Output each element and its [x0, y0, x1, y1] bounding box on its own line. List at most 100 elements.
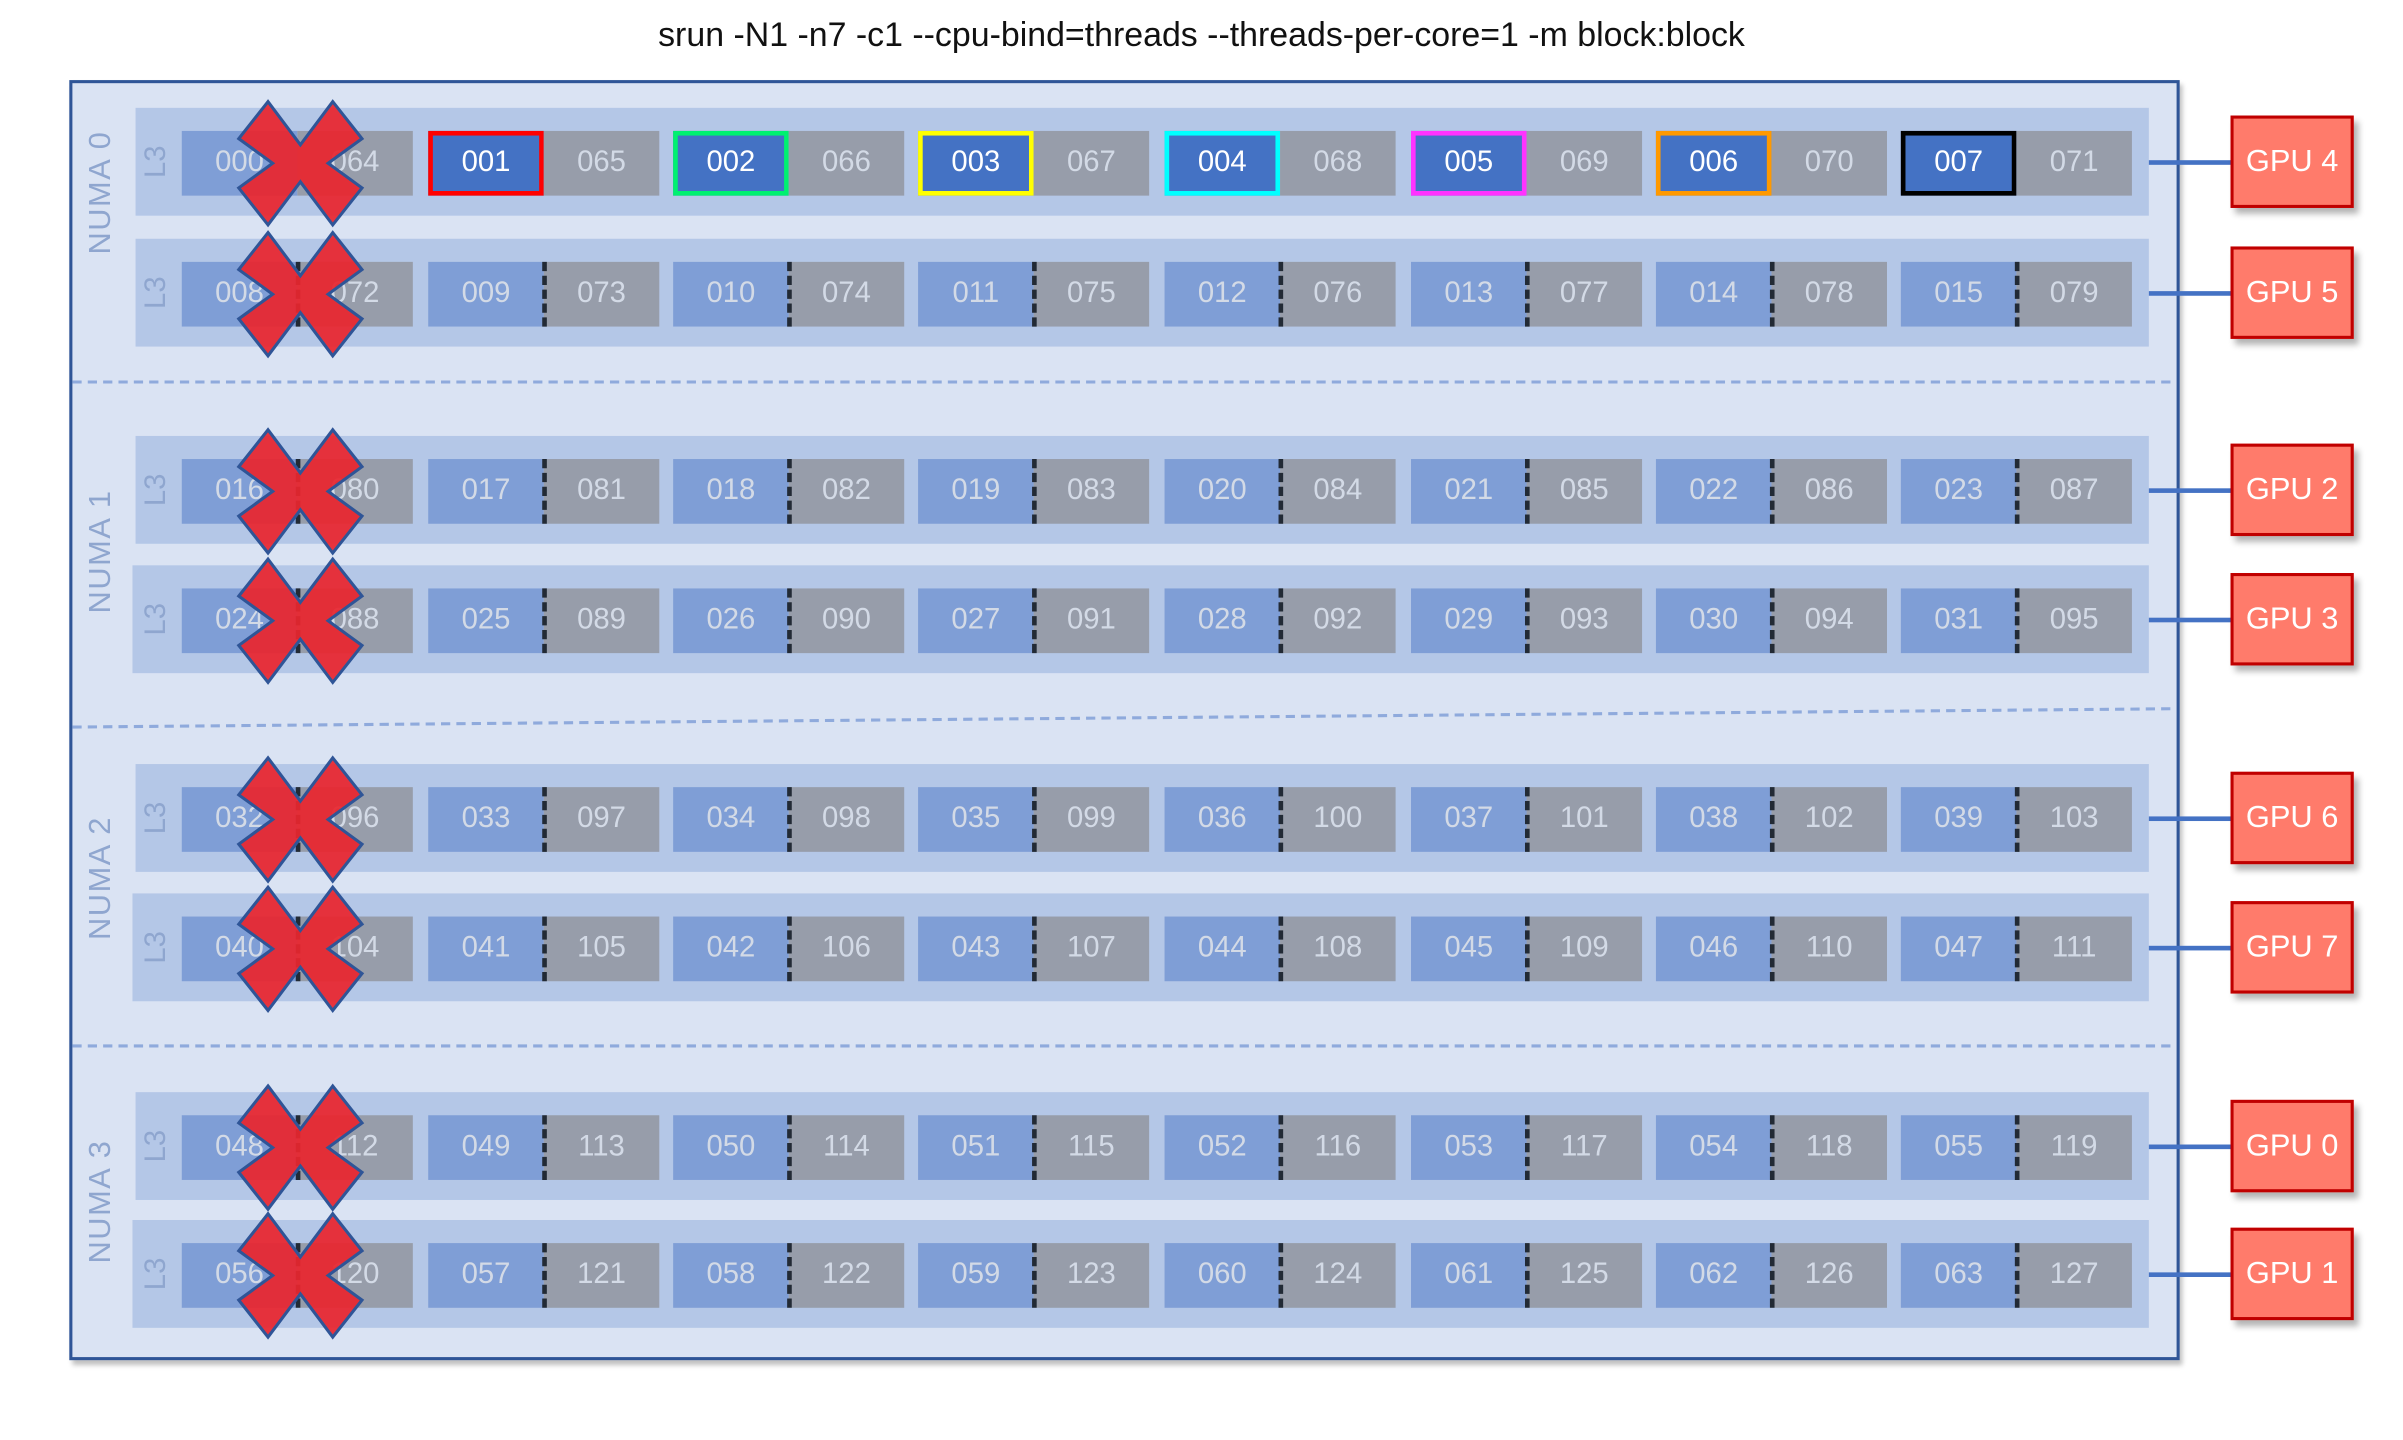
- rank-core-cell[interactable]: 003: [918, 130, 1034, 196]
- core-cell[interactable]: 055: [1900, 1115, 2017, 1180]
- rank-core-cell[interactable]: 001: [428, 130, 544, 196]
- core-cell[interactable]: 029: [1411, 588, 1527, 654]
- hw-thread-cell[interactable]: 097: [543, 787, 660, 852]
- hw-thread-cell[interactable]: 074: [788, 261, 905, 327]
- hw-thread-cell[interactable]: 087: [2016, 459, 2132, 524]
- core-cell[interactable]: 025: [428, 588, 544, 654]
- rank-core-cell[interactable]: 007: [1900, 130, 2017, 196]
- hw-thread-cell[interactable]: 068: [1280, 130, 1396, 196]
- hw-thread-cell[interactable]: 076: [1280, 261, 1396, 327]
- core-cell[interactable]: 058: [673, 1243, 789, 1308]
- hw-thread-cell[interactable]: 118: [1771, 1115, 1887, 1180]
- hw-thread-cell[interactable]: 085: [1526, 459, 1643, 524]
- hw-thread-cell[interactable]: 078: [1771, 261, 1887, 327]
- gpu-box[interactable]: GPU 5: [2230, 246, 2354, 339]
- core-cell[interactable]: 037: [1411, 787, 1527, 852]
- hw-thread-cell[interactable]: 081: [543, 459, 660, 524]
- hw-thread-cell[interactable]: 094: [1771, 588, 1887, 654]
- hw-thread-cell[interactable]: 073: [543, 261, 660, 327]
- gpu-box[interactable]: GPU 6: [2230, 771, 2354, 865]
- core-cell[interactable]: 010: [673, 261, 789, 327]
- hw-thread-cell[interactable]: 115: [1033, 1115, 1150, 1180]
- hw-thread-cell[interactable]: 106: [788, 916, 905, 982]
- hw-thread-cell[interactable]: 070: [1771, 130, 1887, 196]
- core-cell[interactable]: 049: [428, 1115, 544, 1180]
- hw-thread-cell[interactable]: 103: [2016, 787, 2132, 852]
- core-cell[interactable]: 045: [1411, 916, 1527, 982]
- core-cell[interactable]: 018: [673, 459, 789, 524]
- core-cell[interactable]: 044: [1164, 916, 1281, 982]
- rank-core-cell[interactable]: 005: [1411, 130, 1527, 196]
- core-cell[interactable]: 057: [428, 1243, 544, 1308]
- hw-thread-cell[interactable]: 075: [1033, 261, 1150, 327]
- hw-thread-cell[interactable]: 065: [543, 130, 660, 196]
- hw-thread-cell[interactable]: 077: [1526, 261, 1643, 327]
- core-cell[interactable]: 015: [1900, 261, 2017, 327]
- core-cell[interactable]: 042: [673, 916, 789, 982]
- hw-thread-cell[interactable]: 090: [788, 588, 905, 654]
- hw-thread-cell[interactable]: 092: [1280, 588, 1396, 654]
- hw-thread-cell[interactable]: 067: [1033, 130, 1150, 196]
- hw-thread-cell[interactable]: 114: [788, 1115, 905, 1180]
- hw-thread-cell[interactable]: 113: [543, 1115, 660, 1180]
- hw-thread-cell[interactable]: 127: [2016, 1243, 2132, 1308]
- core-cell[interactable]: 027: [918, 588, 1034, 654]
- gpu-box[interactable]: GPU 0: [2230, 1099, 2354, 1193]
- gpu-box[interactable]: GPU 1: [2230, 1227, 2354, 1321]
- core-cell[interactable]: 026: [673, 588, 789, 654]
- core-cell[interactable]: 046: [1655, 916, 1772, 982]
- hw-thread-cell[interactable]: 121: [543, 1243, 660, 1308]
- core-cell[interactable]: 039: [1900, 787, 2017, 852]
- core-cell[interactable]: 043: [918, 916, 1034, 982]
- core-cell[interactable]: 020: [1164, 459, 1281, 524]
- hw-thread-cell[interactable]: 102: [1771, 787, 1887, 852]
- core-cell[interactable]: 062: [1655, 1243, 1772, 1308]
- hw-thread-cell[interactable]: 086: [1771, 459, 1887, 524]
- core-cell[interactable]: 011: [918, 261, 1034, 327]
- core-cell[interactable]: 014: [1655, 261, 1772, 327]
- core-cell[interactable]: 036: [1164, 787, 1281, 852]
- hw-thread-cell[interactable]: 108: [1280, 916, 1396, 982]
- rank-core-cell[interactable]: 004: [1164, 130, 1281, 196]
- core-cell[interactable]: 034: [673, 787, 789, 852]
- hw-thread-cell[interactable]: 124: [1280, 1243, 1396, 1308]
- core-cell[interactable]: 031: [1900, 588, 2017, 654]
- gpu-box[interactable]: GPU 3: [2230, 573, 2354, 666]
- hw-thread-cell[interactable]: 105: [543, 916, 660, 982]
- hw-thread-cell[interactable]: 091: [1033, 588, 1150, 654]
- hw-thread-cell[interactable]: 083: [1033, 459, 1150, 524]
- hw-thread-cell[interactable]: 119: [2016, 1115, 2132, 1180]
- core-cell[interactable]: 030: [1655, 588, 1772, 654]
- core-cell[interactable]: 041: [428, 916, 544, 982]
- hw-thread-cell[interactable]: 082: [788, 459, 905, 524]
- core-cell[interactable]: 059: [918, 1243, 1034, 1308]
- core-cell[interactable]: 052: [1164, 1115, 1281, 1180]
- hw-thread-cell[interactable]: 095: [2016, 588, 2132, 654]
- hw-thread-cell[interactable]: 098: [788, 787, 905, 852]
- core-cell[interactable]: 060: [1164, 1243, 1281, 1308]
- hw-thread-cell[interactable]: 084: [1280, 459, 1396, 524]
- core-cell[interactable]: 053: [1411, 1115, 1527, 1180]
- gpu-box[interactable]: GPU 4: [2230, 115, 2354, 208]
- core-cell[interactable]: 022: [1655, 459, 1772, 524]
- hw-thread-cell[interactable]: 123: [1033, 1243, 1150, 1308]
- core-cell[interactable]: 009: [428, 261, 544, 327]
- core-cell[interactable]: 019: [918, 459, 1034, 524]
- hw-thread-cell[interactable]: 107: [1033, 916, 1150, 982]
- hw-thread-cell[interactable]: 116: [1280, 1115, 1396, 1180]
- gpu-box[interactable]: GPU 2: [2230, 443, 2354, 537]
- hw-thread-cell[interactable]: 117: [1526, 1115, 1643, 1180]
- rank-core-cell[interactable]: 006: [1655, 130, 1772, 196]
- hw-thread-cell[interactable]: 110: [1771, 916, 1887, 982]
- core-cell[interactable]: 013: [1411, 261, 1527, 327]
- core-cell[interactable]: 021: [1411, 459, 1527, 524]
- hw-thread-cell[interactable]: 099: [1033, 787, 1150, 852]
- gpu-box[interactable]: GPU 7: [2230, 901, 2354, 994]
- core-cell[interactable]: 063: [1900, 1243, 2017, 1308]
- hw-thread-cell[interactable]: 122: [788, 1243, 905, 1308]
- hw-thread-cell[interactable]: 101: [1526, 787, 1643, 852]
- core-cell[interactable]: 035: [918, 787, 1034, 852]
- rank-core-cell[interactable]: 002: [673, 130, 789, 196]
- hw-thread-cell[interactable]: 111: [2016, 916, 2132, 982]
- hw-thread-cell[interactable]: 126: [1771, 1243, 1887, 1308]
